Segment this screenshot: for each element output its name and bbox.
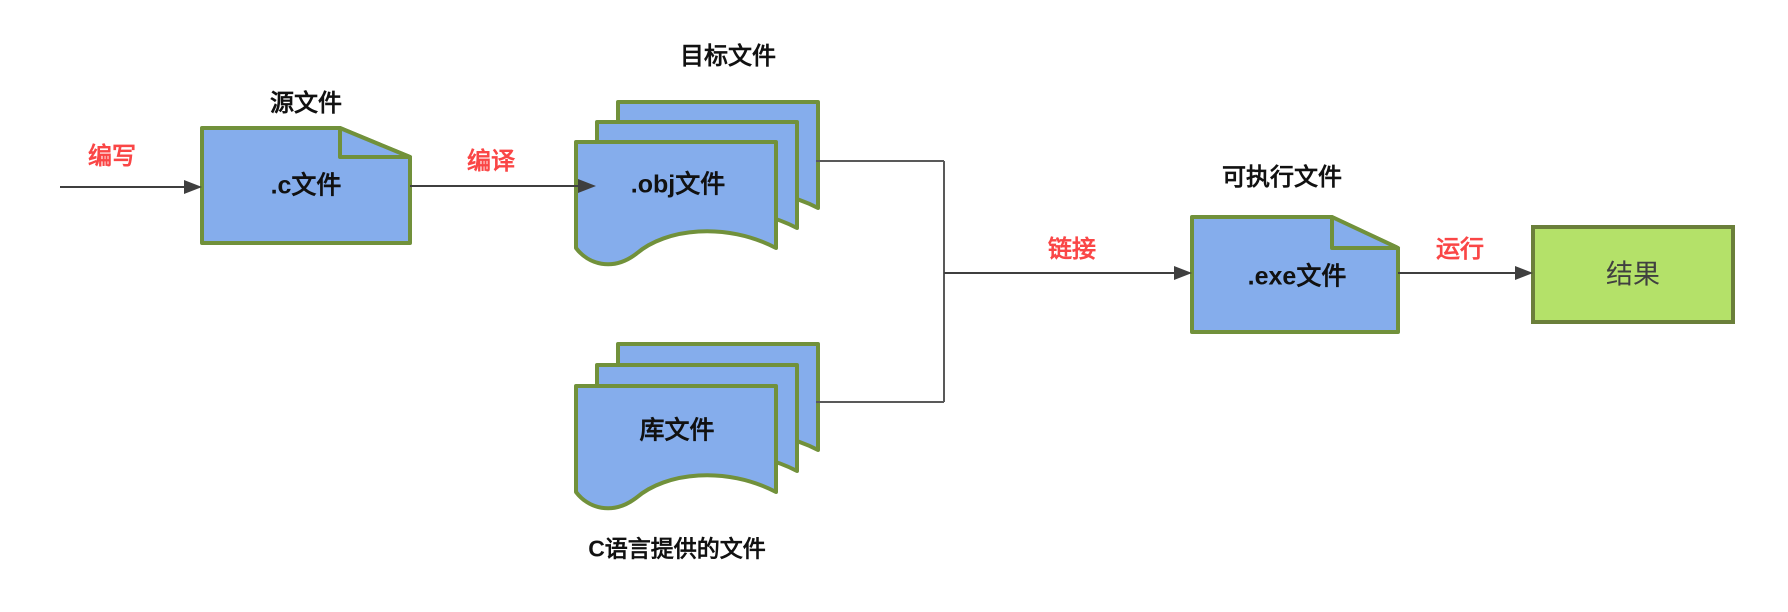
library-caption: C语言提供的文件 (588, 535, 766, 562)
executable-file-fold-icon (1330, 215, 1400, 250)
result-box (1531, 225, 1735, 324)
write-step-label: 编写 (88, 143, 136, 170)
library-file-label: 库文件 (639, 416, 715, 445)
write-arrowhead-icon (184, 180, 202, 194)
executable-file-label: .exe文件 (1247, 262, 1347, 291)
library-file-doc-front (574, 384, 778, 511)
compile-arrowhead-icon (578, 179, 596, 193)
compile-step-label: 编译 (467, 148, 515, 175)
executable-file-title: 可执行文件 (1222, 164, 1342, 191)
run-arrowhead-icon (1515, 266, 1533, 280)
link-arrowhead-icon (1174, 266, 1192, 280)
result-label: 结果 (1606, 259, 1660, 290)
object-file-doc-front (574, 140, 778, 267)
source-file-title: 源文件 (270, 90, 342, 117)
source-file-label: .c文件 (270, 171, 342, 200)
run-step-label: 运行 (1436, 236, 1484, 263)
object-file-title: 目标文件 (680, 43, 776, 70)
link-step-label: 链接 (1048, 236, 1096, 263)
object-file-label: .obj文件 (630, 170, 726, 199)
source-file-fold-icon (338, 126, 412, 159)
